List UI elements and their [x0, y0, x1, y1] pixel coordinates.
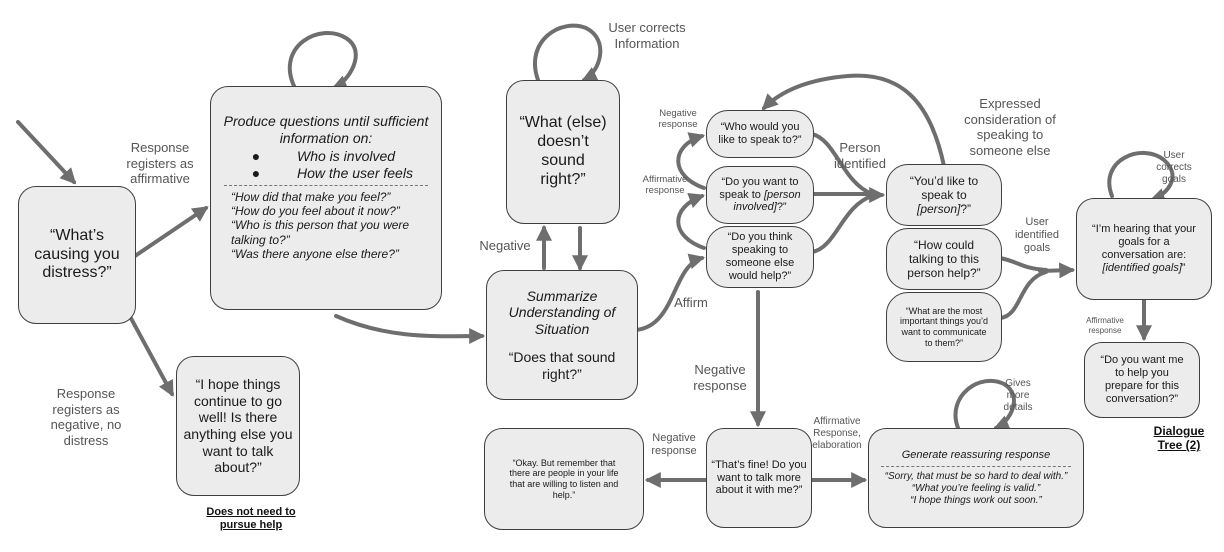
- node-how-could-text: “How could talking to this person help?”: [907, 237, 981, 281]
- produce-title: Produce questions until sufficient infor…: [223, 113, 429, 146]
- produce-example: “Who is this person that you were talkin…: [231, 218, 410, 247]
- produce-bullets: ●Who is involved ●How the user feels: [215, 148, 437, 181]
- node-thats-fine: “That’s fine! Do you want to talk more a…: [706, 428, 812, 528]
- summarize-question: “Does that sound right?”: [508, 349, 616, 382]
- node-hope-things-text: “I hope things continue to go well! Is t…: [183, 376, 293, 476]
- footer-no-help: Does not need to pursue help: [206, 506, 296, 532]
- label-expressed-consideration: Expressed consideration of speaking to s…: [964, 96, 1056, 158]
- node-summarize: Summarize Understanding of Situation “Do…: [486, 270, 638, 400]
- label-person-identified: Person identified: [833, 140, 887, 171]
- label-negative-response-bottom: Negative response: [651, 432, 697, 458]
- node-youd-like: “You’d like to speak to [person]?”: [886, 164, 1002, 226]
- loop-want-to-who: [676, 132, 706, 190]
- label-affirmative-elaboration: Affirmative Response, elaboration: [812, 416, 862, 451]
- node-what-else-text: “What (else) doesn’t sound right?”: [519, 114, 607, 188]
- entry-arrow: [16, 120, 77, 185]
- node-think-speak-text: “Do you think speaking to someone else w…: [725, 231, 795, 282]
- node-want-speak-text: “Do you want to speak to [person involve…: [719, 175, 801, 214]
- node-what-else: “What (else) doesn’t sound right?”: [506, 80, 620, 224]
- node-youd-like-text: “You’d like to speak to [person]?”: [909, 173, 979, 217]
- arrow-youd-to-who: [761, 73, 946, 168]
- self-loop-whatelse: [533, 23, 603, 82]
- label-affirmative-response-left: Affirmative response: [642, 174, 688, 197]
- node-think-speak: “Do you think speaking to someone else w…: [706, 226, 814, 288]
- node-hearing-goals-text: “I’m hearing that your goals for a conve…: [1092, 223, 1196, 274]
- produce-divider: [223, 185, 429, 187]
- node-hope-things: “I hope things continue to go well! Is t…: [176, 356, 300, 496]
- loop-think-to-want: [676, 193, 706, 250]
- arrow-produce-to-summarize: [334, 314, 486, 345]
- self-loop-hearing: [1107, 150, 1175, 204]
- label-negative-response-top: Negative response: [658, 108, 698, 131]
- reassure-title: Generate reassuring response: [901, 449, 1051, 462]
- label-negative-response-mid: Negative response: [693, 362, 747, 393]
- footer-dialogue-tree: Dialogue Tree (2): [1153, 424, 1205, 453]
- node-produce-questions: Produce questions until sufficient infor…: [210, 86, 442, 310]
- node-how-could: “How could talking to this person help?”: [886, 228, 1002, 290]
- merge-how: [998, 256, 1048, 272]
- self-loop-produce: [287, 31, 358, 91]
- arrow-merge-to-hearing: [1038, 262, 1076, 279]
- label-affirmative-response-small: Affirmative response: [1086, 316, 1124, 335]
- node-thats-fine-text: “That’s fine! Do you want to talk more a…: [711, 458, 807, 497]
- reassure-example: “What you’re feeling is valid.”: [911, 483, 1041, 495]
- merge-think: [810, 194, 874, 254]
- node-want-speak: “Do you want to speak to [person involve…: [706, 166, 814, 224]
- label-affirm: Affirm: [674, 295, 708, 310]
- node-who-speak: “Who would you like to speak to?”: [706, 110, 814, 158]
- summarize-title: Summarize Understanding of Situation: [508, 287, 616, 337]
- node-want-help-text: “Do you want me to help you prepare for …: [1100, 354, 1184, 405]
- node-reassure: Generate reassuring response “Sorry, tha…: [868, 428, 1084, 528]
- label-gives-more-details: Gives more details: [1003, 378, 1033, 413]
- node-hearing-goals: “I’m hearing that your goals for a conve…: [1076, 198, 1212, 300]
- produce-bullet-item: ●How the user feels: [251, 164, 413, 181]
- label-response-negative: Response registers as negative, no distr…: [50, 386, 122, 448]
- node-whats-causing: “What’s causing you distress?”: [18, 186, 136, 324]
- merge-most: [998, 270, 1048, 320]
- reassure-example: “I hope things work out soon.”: [910, 494, 1042, 506]
- produce-example: “Was there anyone else there?”: [231, 246, 399, 261]
- arrow-summarize-to-options: [634, 253, 706, 332]
- node-okay-remember-text: “Okay. But remember that there are peopl…: [509, 457, 619, 500]
- merge-who: [810, 132, 874, 196]
- reassure-example: “Sorry, that must be so hard to deal wit…: [884, 471, 1068, 483]
- self-loop-reassure: [953, 378, 1016, 431]
- produce-bullet-item: ●Who is involved: [251, 148, 396, 165]
- node-okay-remember: “Okay. But remember that there are peopl…: [484, 428, 644, 530]
- label-response-affirmative: Response registers as affirmative: [126, 140, 194, 187]
- reassure-divider: [881, 466, 1071, 468]
- produce-example: “How do you feel about it now?”: [231, 204, 400, 219]
- produce-example: “How did that make you feel?”: [231, 190, 391, 205]
- reassure-examples: “Sorry, that must be so hard to deal wit…: [885, 471, 1068, 506]
- node-who-speak-text: “Who would you like to speak to?”: [718, 121, 802, 146]
- node-whats-causing-text: “What’s causing you distress?”: [34, 226, 120, 282]
- label-user-corrects-goals: User corrects goals: [1156, 150, 1192, 185]
- label-user-corrects-info: User corrects Information: [608, 20, 686, 51]
- arrow-distress-to-produce: [130, 206, 209, 260]
- node-want-help: “Do you want me to help you prepare for …: [1084, 342, 1200, 418]
- produce-examples: “How did that make you feel?” “How do yo…: [215, 190, 437, 261]
- label-user-identified-goals: User identified goals: [1014, 216, 1060, 255]
- label-negative: Negative: [479, 238, 531, 253]
- node-most-important-text: “What are the most important things you’…: [899, 305, 989, 348]
- node-most-important: “What are the most important things you’…: [886, 292, 1002, 362]
